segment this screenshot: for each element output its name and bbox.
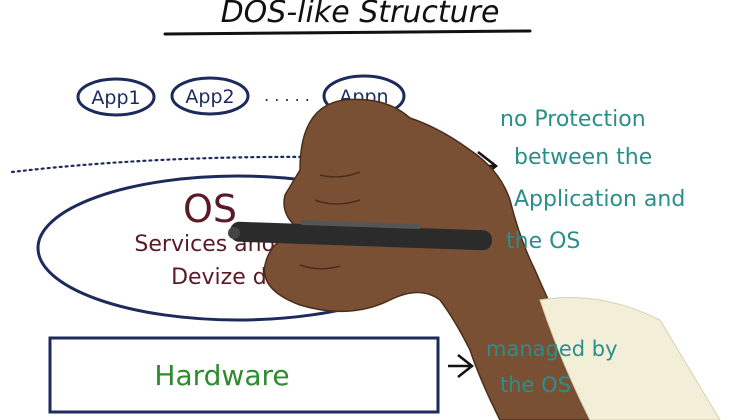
app-2: App2 — [170, 76, 250, 116]
hardware-label: Hardware — [154, 359, 289, 392]
managed-note: managed by the OS — [486, 337, 618, 397]
app-ellipsis: . . . . . — [264, 86, 310, 105]
managed-note-line-2: the OS — [500, 373, 571, 397]
os-title: OS — [183, 187, 237, 231]
finger-creases — [299, 171, 361, 270]
app-1-label: App1 — [91, 87, 140, 109]
managed-arrow — [448, 354, 475, 378]
hardware-box — [48, 336, 440, 414]
protection-note-line-2: between the — [514, 145, 652, 170]
pen-tip — [228, 227, 240, 239]
app-1-oval — [76, 77, 156, 117]
app-2-label: App2 — [185, 86, 234, 108]
protection-note-line-3: Application and — [514, 187, 685, 212]
app-2-oval — [170, 76, 250, 116]
hand-holding-pen-illustration — [228, 98, 721, 420]
title-underline — [163, 29, 532, 36]
diagram-title: DOS-like Structure — [221, 0, 500, 30]
shirt-sleeve — [539, 297, 721, 420]
managed-note-line-1: managed by — [486, 337, 618, 361]
protection-note: no Protection between the Application an… — [500, 107, 685, 254]
protection-note-line-4: the OS — [506, 229, 580, 254]
pen-body — [230, 221, 492, 251]
pen-clip — [300, 219, 421, 230]
protection-note-line-1: no Protection — [500, 107, 646, 132]
hand-shape — [263, 98, 611, 420]
app-1: App1 — [76, 77, 156, 117]
